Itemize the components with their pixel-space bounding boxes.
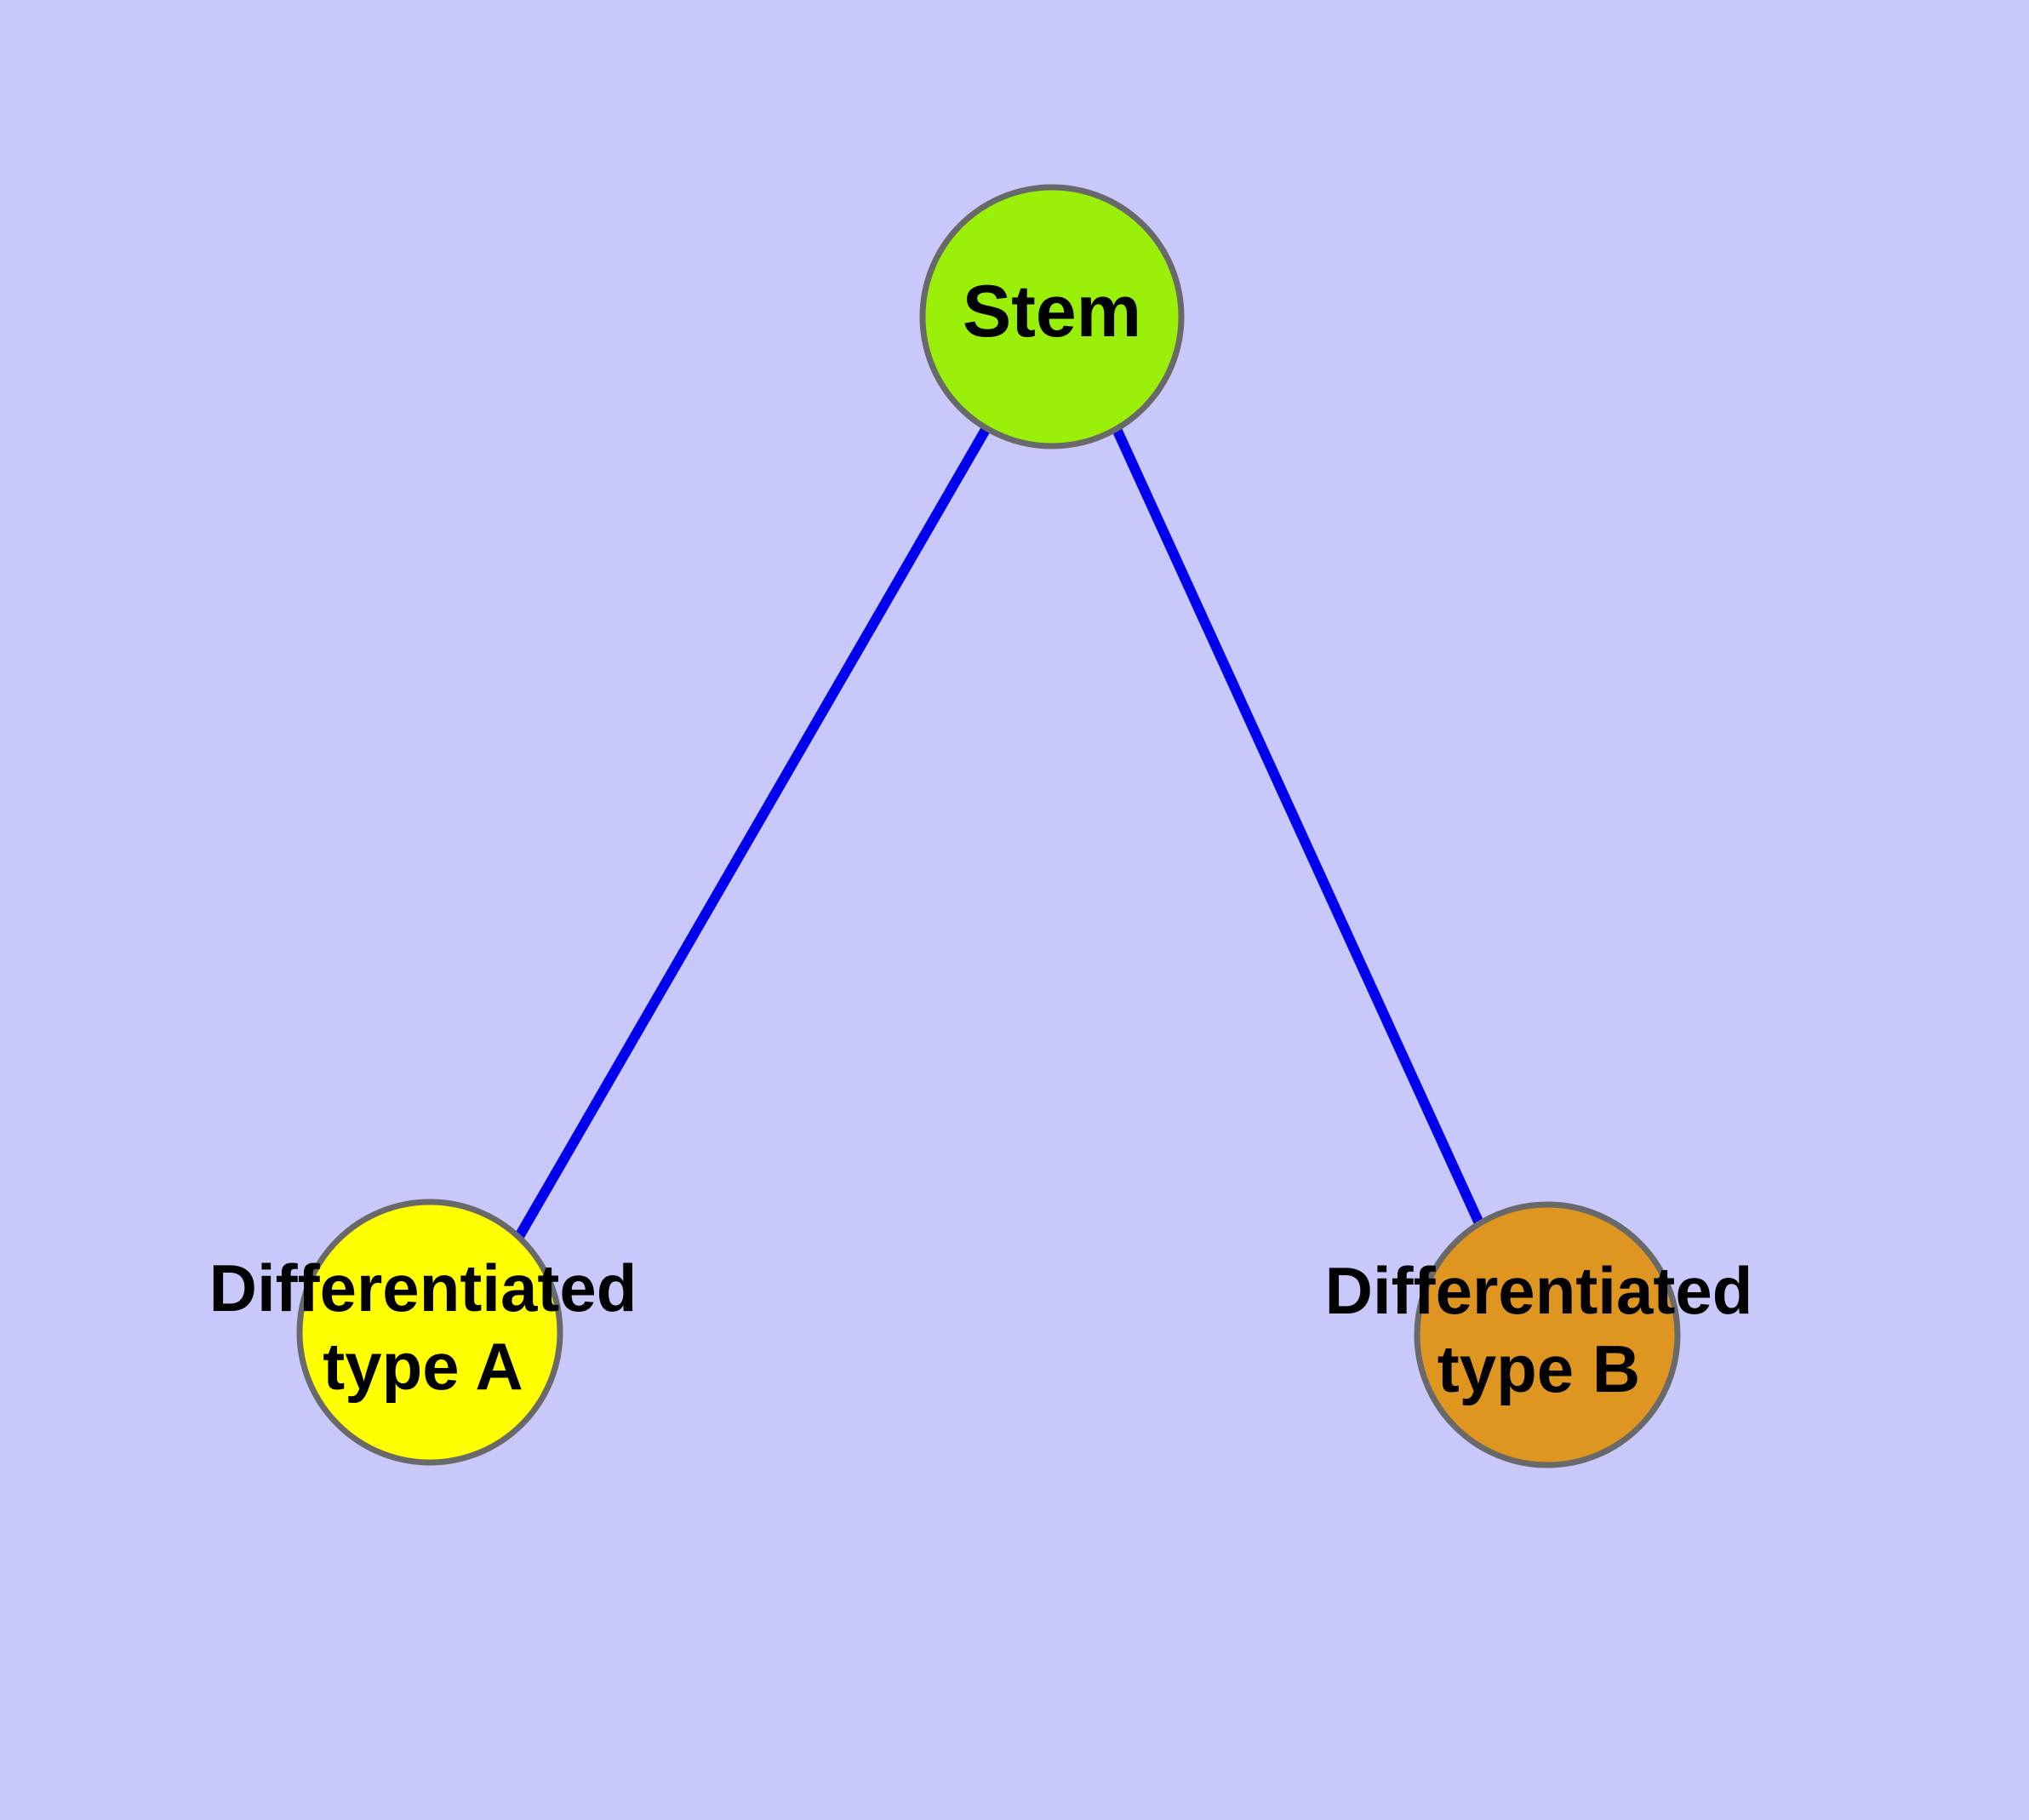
nodes-layer [296,184,1681,1468]
node-differentiated-type-a[interactable] [296,1199,563,1466]
node-stem-circle[interactable] [919,184,1185,449]
node-differentiated-type-b[interactable] [1414,1201,1681,1468]
node-stem[interactable] [919,184,1185,449]
edge-stem-to-differentiated-type-b[interactable] [1112,426,1484,1226]
edges-layer [512,425,1484,1243]
node-differentiated-type-b-circle[interactable] [1414,1201,1681,1468]
edge-stem-to-differentiated-type-a[interactable] [512,425,992,1243]
node-differentiated-type-a-circle[interactable] [296,1199,563,1466]
